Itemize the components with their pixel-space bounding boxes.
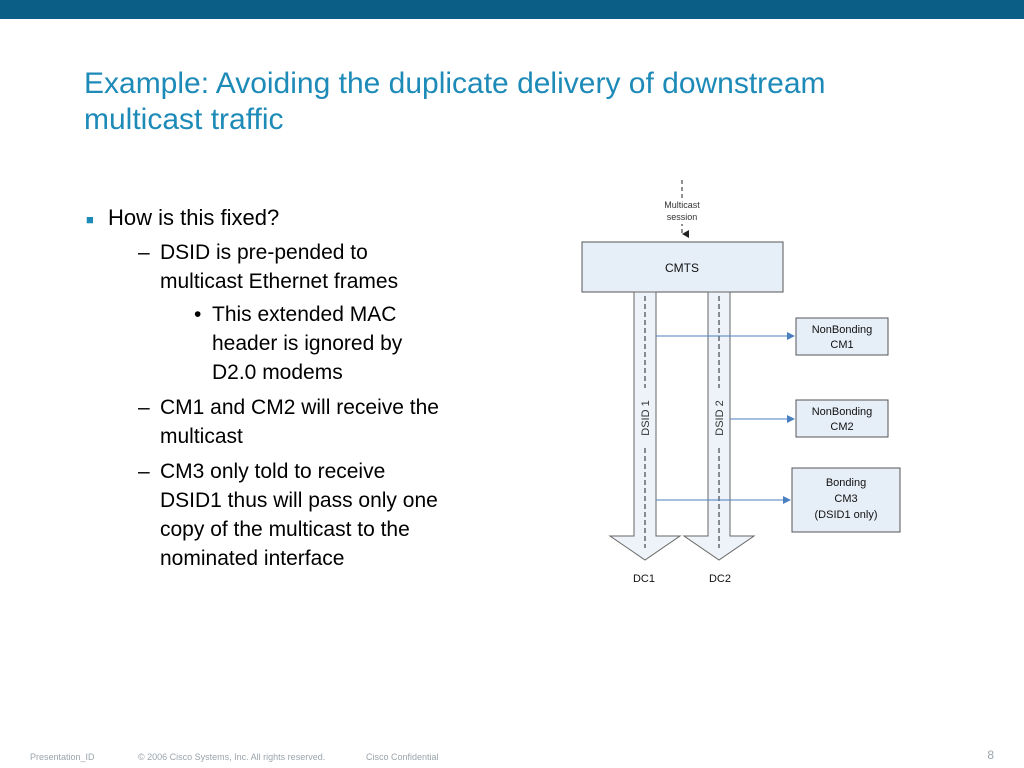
dc1-label: DC1 <box>633 573 655 585</box>
sub-bullet-2: – CM1 and CM2 will receive the multicast <box>138 393 490 451</box>
dash-bullet-icon: – <box>138 241 150 264</box>
cm2-box <box>795 399 889 438</box>
square-bullet-icon: ■ <box>86 212 94 227</box>
cm3-label-line-1: Bonding <box>826 477 866 489</box>
sub-bullet-3-line-1: CM3 only told to receive <box>160 460 386 483</box>
cm1-box <box>795 317 889 356</box>
sub-sub-bullet-1: • This extended MAC header is ignored by… <box>190 300 442 387</box>
sub-bullet-2-line-1: CM1 and CM2 will receive the <box>160 396 439 419</box>
dash-bullet-icon: – <box>138 396 150 419</box>
cm3-label-line-2: CM3 <box>834 493 857 505</box>
sub-bullet-3-line-3: copy of the multicast to the <box>160 518 410 541</box>
title-line-2: multicast traffic <box>84 103 284 136</box>
dsid2-label-bg <box>711 388 727 446</box>
dc2-label: DC2 <box>709 573 731 585</box>
footer-copyright: © 2006 Cisco Systems, Inc. All rights re… <box>138 752 326 762</box>
bullet-main-text: How is this fixed? <box>108 205 280 230</box>
top-brand-bar <box>0 0 1024 19</box>
bullet-list: ■ How is this fixed? – DSID is pre-pende… <box>86 204 516 573</box>
cm3-box <box>791 467 901 533</box>
session-label-line-2: session <box>667 212 698 222</box>
sub-bullet-1-line-2: multicast Ethernet frames <box>160 270 399 293</box>
footer-confidential: Cisco Confidential <box>366 752 439 762</box>
sub-bullet-1-line-1: DSID is pre-pended to <box>160 241 368 264</box>
dot-bullet-icon: • <box>194 303 202 326</box>
title-line-1: Example: Avoiding the duplicate delivery… <box>84 67 826 100</box>
sub-sub-bullet-1-line-1: This extended MAC <box>212 303 397 326</box>
bullet-main: ■ How is this fixed? <box>86 204 516 232</box>
dsid1-label-bg <box>637 388 653 446</box>
session-label-line-1: Multicast <box>664 200 700 210</box>
cm3-label-line-3: (DSID1 only) <box>815 509 878 521</box>
session-label-bg <box>658 198 706 224</box>
sub-bullet-3-line-4: nominated interface <box>160 547 345 570</box>
cmts-box <box>581 241 784 293</box>
dash-bullet-icon: – <box>138 460 150 483</box>
multicast-diagram: Multicast session CMTS DSID 1 DSID 2 Non… <box>581 180 901 585</box>
slide-title: Example: Avoiding the duplicate delivery… <box>84 66 984 138</box>
dsid1-label: DSID 1 <box>640 400 652 435</box>
dsid2-label: DSID 2 <box>714 400 726 435</box>
cm1-label-line-2: CM1 <box>830 339 853 351</box>
sub-bullet-2-line-2: multicast <box>160 425 243 448</box>
page-number: 8 <box>987 748 994 762</box>
cmts-label: CMTS <box>665 261 699 275</box>
sub-sub-bullet-1-line-2: header is ignored by <box>212 332 403 355</box>
cm2-label-line-2: CM2 <box>830 421 853 433</box>
footer-presentation-id: Presentation_ID <box>30 752 95 762</box>
sub-bullet-1: – DSID is pre-pended to multicast Ethern… <box>138 238 490 296</box>
cm2-label-line-1: NonBonding <box>812 406 873 418</box>
sub-bullet-3: – CM3 only told to receive DSID1 thus wi… <box>138 457 490 573</box>
sub-bullet-3-line-2: DSID1 thus will pass only one <box>160 489 438 512</box>
sub-sub-bullet-1-line-3: D2.0 modems <box>212 361 343 384</box>
cm1-label-line-1: NonBonding <box>812 324 873 336</box>
